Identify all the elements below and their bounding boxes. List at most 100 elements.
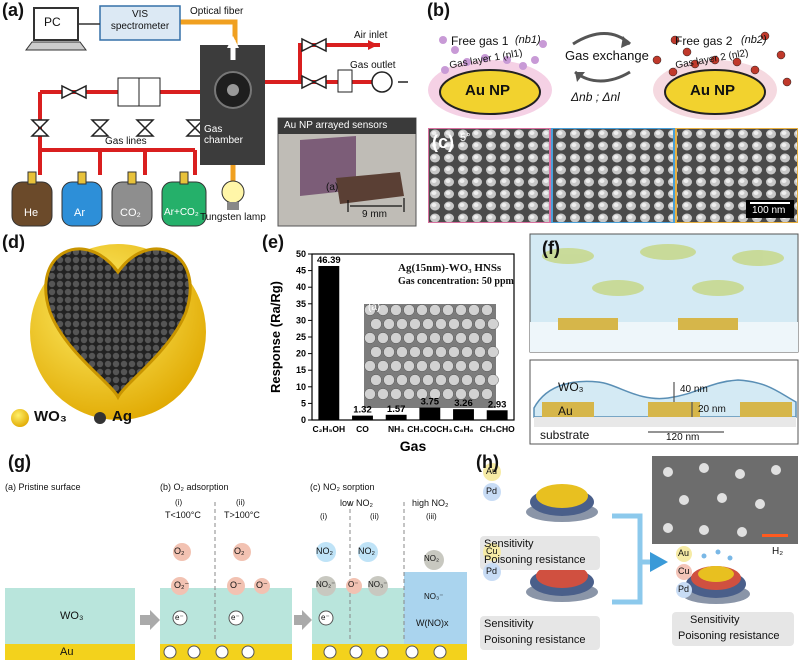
photo-inset-label: (a) <box>326 182 339 193</box>
panel-c-label: (c) <box>432 132 454 152</box>
y-tick-label: 15 <box>296 365 306 375</box>
inset-sem-sphere <box>461 346 473 358</box>
inset-sem-sphere <box>416 388 428 400</box>
sensors-title: Au NP arrayed sensors <box>284 120 388 131</box>
inset-sem-sphere <box>429 360 441 372</box>
x-tick-label: CO <box>356 424 369 434</box>
y-tick-label: 30 <box>296 315 306 325</box>
inset-sem-sphere <box>448 374 460 386</box>
wno-c3: W(NO)x <box>416 618 449 628</box>
panel-a-label: (a) <box>2 0 24 20</box>
o-minus-b2a: O⁻ <box>230 580 242 590</box>
inset-sem-sphere <box>364 360 376 372</box>
inset-concentration: Gas concentration: 50 ppm <box>398 276 514 287</box>
o-minus-c2: O⁻ <box>348 580 359 589</box>
free-gas-1-nb1: (nb1) <box>515 34 541 46</box>
scale-bar-100nm: 100 nm <box>752 205 786 216</box>
inset-sem-sphere <box>435 318 447 330</box>
pd-top: Pd <box>486 486 498 496</box>
c-ii: (ii) <box>370 512 379 521</box>
poisoning-1: Poisoning resistance <box>484 554 586 566</box>
inset-sem-sphere <box>422 374 434 386</box>
y-tick-label: 0 <box>301 415 306 425</box>
bar-value-label: 1.32 <box>353 405 372 416</box>
sensitivity-3: Sensitivity <box>690 614 740 626</box>
inset-sem-sphere <box>370 374 382 386</box>
panel-a: (a) PC VIS spectrometer Optical fiber Ai… <box>0 0 420 230</box>
cylinder-ar: Ar <box>74 207 85 219</box>
bar-value-label: 2.93 <box>488 399 507 410</box>
inset-sem-sphere <box>429 304 441 316</box>
x-tick-label: C₆H₆ <box>454 424 474 434</box>
dim-40nm: 40 nm <box>680 384 708 395</box>
inset-sem-sphere <box>396 318 408 330</box>
x-tick-label: C₂H₅OH <box>312 424 345 434</box>
inset-sem-sphere <box>442 332 454 344</box>
inset-sem-sphere <box>409 346 421 358</box>
delta-label: Δnb ; Δnl <box>571 90 620 104</box>
inset-sem-sphere <box>442 360 454 372</box>
poisoning-3: Poisoning resistance <box>678 630 780 642</box>
y-tick-label: 20 <box>296 349 306 359</box>
wo3-layer-label: WO₃ <box>60 610 84 622</box>
inset-sem-sphere <box>442 388 454 400</box>
inset-sem-sphere <box>481 304 493 316</box>
legend-ag: Ag <box>112 408 132 425</box>
bar-4 <box>453 409 474 420</box>
electron-c1: e⁻ <box>321 613 330 622</box>
inset-sem-sphere <box>370 346 382 358</box>
panel-g-label: (g) <box>8 452 31 472</box>
gas-outlet-label: Gas outlet <box>350 60 396 71</box>
bar-value-label: 46.39 <box>317 255 341 266</box>
bar-0 <box>318 265 340 420</box>
inset-sem-sphere <box>377 388 389 400</box>
inset-sem-sphere <box>364 388 376 400</box>
au-np-left: Au NP <box>465 82 510 99</box>
cu-mid: Cu <box>486 546 498 556</box>
wo3-label: WO₃ <box>558 380 584 394</box>
x-axis-label: Gas <box>400 438 427 454</box>
inset-sem-sphere <box>481 388 493 400</box>
y-tick-label: 50 <box>296 249 306 259</box>
inset-sem-sphere <box>455 332 467 344</box>
bar-value-label: 3.75 <box>421 397 440 408</box>
panel-f-label: (f) <box>542 238 560 258</box>
bar-value-label: 1.57 <box>387 404 406 415</box>
inset-sem-sphere <box>474 318 486 330</box>
free-gas-1-label: Free gas 1 <box>451 34 509 48</box>
cylinder-co2: CO₂ <box>120 207 141 219</box>
inset-sem-sphere <box>377 304 389 316</box>
inset-sem-sphere <box>422 346 434 358</box>
y-tick-label: 45 <box>296 266 306 276</box>
inset-sem-sphere <box>422 318 434 330</box>
panel-c-sem <box>428 128 798 223</box>
cylinder-ar-co2: Ar+CO₂ <box>164 207 199 218</box>
o2-b2: O₂ <box>234 546 245 556</box>
inset-sem-sphere <box>396 346 408 358</box>
bar-1 <box>352 415 373 420</box>
y-tick-label: 5 <box>301 398 306 408</box>
no3-minus-c2: NO₃⁻ <box>368 580 388 589</box>
gas-chamber-label: Gas chamber <box>204 124 243 146</box>
pd-mid: Pd <box>486 566 498 576</box>
inset-sem-sphere <box>403 304 415 316</box>
x-tick-label: CH₃CHO <box>480 424 515 434</box>
panel-d-label: (d) <box>2 232 25 252</box>
au-np-right: Au NP <box>690 82 735 99</box>
inset-sem-sphere <box>416 304 428 316</box>
optical-fiber-label: Optical fiber <box>190 6 244 17</box>
x-tick-label: NH₃ <box>388 424 404 434</box>
panel-d-diagram <box>11 244 206 427</box>
inset-sem-sphere <box>481 332 493 344</box>
inset-sem-sphere <box>455 360 467 372</box>
inset-sem-sphere <box>383 318 395 330</box>
pc-label: PC <box>44 15 61 29</box>
inset-sem-sphere <box>435 374 447 386</box>
panel-f: (f) WO₃ Au substrate 40 nm 20 nm 120 nm <box>528 232 800 448</box>
inset-sem-sphere <box>403 388 415 400</box>
cu-right: Cu <box>678 566 690 576</box>
o2-b1: O₂ <box>174 546 185 556</box>
au-top: Au <box>486 466 498 476</box>
inset-sem-sphere <box>474 374 486 386</box>
vis-spectrometer-label: VIS spectrometer <box>110 9 170 32</box>
